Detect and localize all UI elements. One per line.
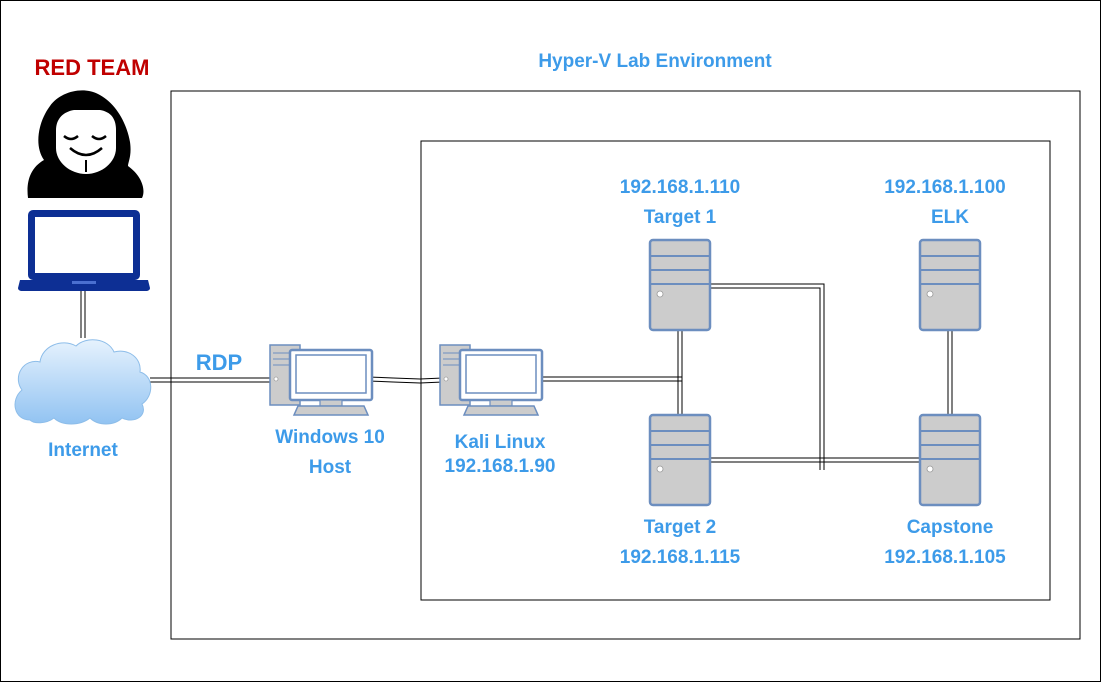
connectors (80, 283, 953, 470)
target1-name-label: Target 1 (644, 207, 717, 228)
desktop-pc-icon (268, 343, 374, 417)
server-tower-icon (918, 413, 982, 507)
kali-ip-label: 192.168.1.90 (445, 456, 556, 477)
elk-ip-label: 192.168.1.100 (884, 177, 1006, 198)
cloud-icon (14, 339, 152, 425)
desktop-pc-icon (438, 343, 544, 417)
rdp-label: RDP (196, 350, 242, 375)
hyper-v-title: Hyper-V Lab Environment (538, 51, 772, 72)
internet-label: Internet (48, 440, 118, 461)
server-tower-icon (648, 238, 712, 332)
hacker-icon (27, 90, 144, 198)
windows-host-label-line1: Windows 10 (275, 427, 385, 448)
target2-ip-label: 192.168.1.115 (620, 547, 741, 568)
laptop-icon (18, 210, 150, 291)
server-tower-icon (918, 238, 982, 332)
elk-name-label: ELK (931, 207, 969, 228)
red-team-label: RED TEAM (35, 55, 150, 80)
server-tower-icon (648, 413, 712, 507)
kali-name-label: Kali Linux (455, 432, 546, 453)
target2-name-label: Target 2 (644, 517, 717, 538)
hyper-v-container (170, 90, 1081, 640)
windows-host-label-line2: Host (309, 457, 352, 478)
target1-ip-label: 192.168.1.110 (620, 177, 740, 198)
capstone-ip-label: 192.168.1.105 (884, 547, 1006, 568)
capstone-name-label: Capstone (907, 517, 994, 538)
lab-network-container (420, 140, 1051, 601)
